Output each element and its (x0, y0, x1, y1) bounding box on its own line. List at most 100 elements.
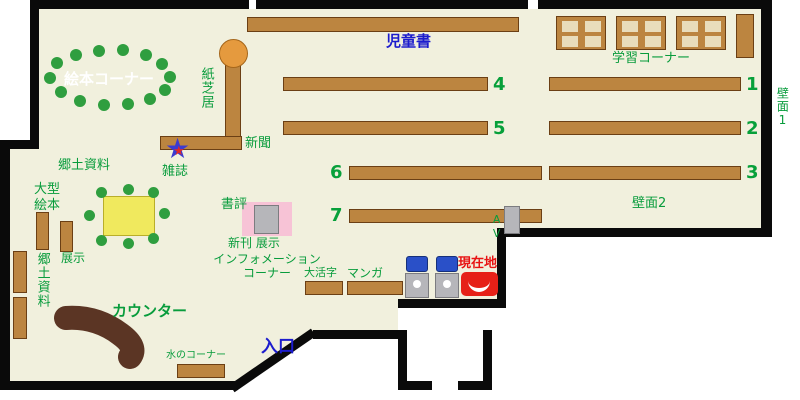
bookshelf-local-materials-1 (13, 251, 27, 293)
av-shelf (504, 206, 520, 234)
wall-vestibule-bottom-right (458, 381, 492, 390)
label-wall-2: 壁面2 (632, 196, 667, 211)
shelf-number-5: 5 (493, 118, 506, 139)
you-are-here-marker (461, 272, 498, 296)
seat-dot (144, 93, 156, 105)
desk-seat (682, 21, 698, 32)
counter-desk-shape (54, 305, 145, 369)
bookshelf-2 (549, 121, 741, 135)
label-picture-book-corner: 絵本コーナー (64, 70, 155, 88)
equipment-button-icon (413, 280, 421, 288)
bookshelf-large-print (305, 281, 343, 295)
chair-dot (159, 208, 170, 219)
label-new-books-exhibit: 新刊 展示 (228, 236, 280, 250)
magazine-star-icon: ★ ★ (165, 132, 193, 166)
wall-southeast (497, 228, 762, 237)
bookshelf-local-materials-2 (13, 297, 27, 339)
seat-dot (164, 71, 176, 83)
equipment-body (405, 273, 429, 298)
desk-seat (645, 36, 661, 47)
chair-dot (148, 187, 159, 198)
bookshelf-exhibit (60, 221, 73, 252)
star-inner-icon: ★ (173, 144, 185, 159)
marker-arc-icon (468, 277, 490, 292)
bookshelf-7 (349, 209, 542, 223)
wall-left-lower (0, 140, 10, 390)
seat-dot (122, 98, 134, 110)
star-outer-icon: ★ (165, 132, 191, 165)
bookshelf-manga (347, 281, 403, 295)
shelf-number-6: 6 (330, 162, 343, 183)
wall-top-gap (249, 0, 256, 9)
bookshelf-4 (283, 77, 488, 91)
label-exhibit: 展示 (61, 251, 86, 265)
seat-dot (159, 84, 171, 96)
bookshelf-kamishibai (225, 64, 241, 144)
chair-dot (96, 235, 107, 246)
shelf-number-3: 3 (746, 162, 759, 183)
label-water-corner: 水のコーナー (166, 350, 226, 361)
label-av: AV (490, 213, 504, 241)
seat-dot (74, 95, 86, 107)
desk-seat (562, 36, 578, 47)
shelf-number-1: 1 (746, 74, 759, 95)
desk-seat (705, 36, 721, 47)
wall-bottom (0, 381, 238, 390)
label-information-corner: インフォメーション コーナー (213, 252, 321, 281)
label-local-materials-top: 郷土資料 (58, 158, 111, 173)
label-manga: マンガ (347, 266, 384, 280)
wall-vestibule-bottom-left (398, 381, 432, 390)
wall-machines-east (497, 228, 506, 308)
equipment-top-icon (436, 256, 458, 272)
bookshelf-1 (549, 77, 741, 91)
wall-left-connector (0, 140, 39, 149)
shelf-number-4: 4 (493, 74, 506, 95)
equipment-top-icon (406, 256, 428, 272)
wall-right (761, 0, 772, 237)
bookshelf-children-top (247, 17, 519, 32)
wall-left-upper (30, 0, 39, 148)
chair-dot (84, 210, 95, 221)
label-book-reviews: 書評 (221, 197, 248, 212)
desk-seat (622, 36, 638, 47)
seat-dot (51, 57, 63, 69)
seat-dot (117, 44, 129, 56)
label-large-picture-books: 大型 絵本 (34, 182, 61, 213)
equipment-button-icon (443, 280, 451, 288)
round-stool (219, 39, 248, 68)
label-wall-1: 壁面1 (775, 87, 790, 128)
wall-machines-south (398, 299, 506, 308)
seat-dot (70, 49, 82, 61)
label-children-books: 児童書 (386, 32, 432, 50)
seat-dot (93, 45, 105, 57)
desk-seat (622, 21, 638, 32)
wall-top (30, 0, 770, 9)
seat-dot (156, 58, 168, 70)
label-you-are-here: 現在地 (458, 256, 498, 271)
study-desk (616, 16, 666, 50)
study-desk (556, 16, 606, 50)
desk-seat (682, 36, 698, 47)
seat-dot (55, 86, 67, 98)
new-books-display-mat (242, 202, 292, 236)
wall-entry-horizontal (313, 330, 403, 339)
seat-dot (44, 72, 56, 84)
desk-seat (562, 21, 578, 32)
equipment-body (435, 273, 459, 298)
chair-dot (123, 184, 134, 195)
label-study-corner: 学習コーナー (612, 51, 691, 66)
label-kamishibai: 紙芝居 (198, 67, 214, 109)
label-newspaper: 新聞 (245, 136, 272, 151)
seat-dot (140, 49, 152, 61)
equipment-unit (405, 256, 429, 300)
shelf-number-7: 7 (330, 205, 343, 226)
new-books-display-stand (254, 205, 279, 234)
reading-table (103, 196, 155, 236)
label-magazines: 雑誌 (162, 164, 189, 179)
chair-dot (96, 187, 107, 198)
wall-top-gap (528, 0, 538, 9)
wall-vestibule-right (483, 330, 492, 390)
label-entrance: 入口 (261, 337, 295, 357)
desk-seat (645, 21, 661, 32)
bookshelf-water-corner (177, 364, 225, 378)
